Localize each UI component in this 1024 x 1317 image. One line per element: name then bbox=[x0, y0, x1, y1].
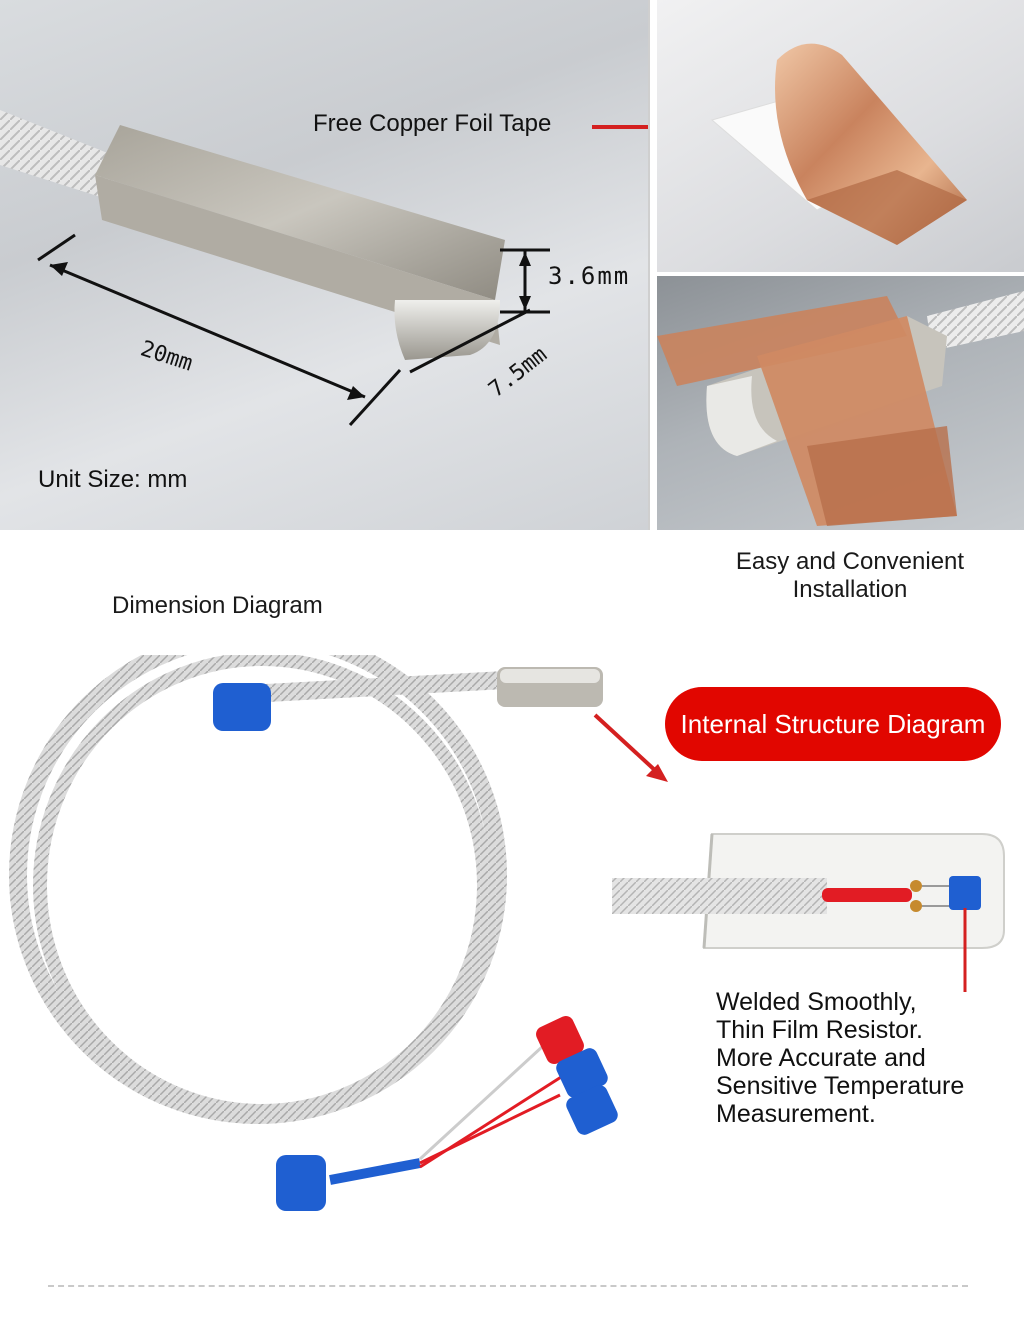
description-line: Sensitive Temperature bbox=[716, 1072, 965, 1100]
dimension-photo: Free Copper Foil Tape 20mm 7.5mm 3.6mm U… bbox=[0, 0, 650, 530]
unit-size-label: Unit Size: mm bbox=[38, 466, 188, 493]
internal-structure-description: Welded Smoothly, Thin Film Resistor. Mor… bbox=[716, 988, 1016, 1128]
internal-braided-cable bbox=[612, 878, 827, 914]
red-lead-wire bbox=[822, 888, 912, 902]
copper-tape-photo bbox=[657, 0, 1024, 272]
installation-caption: Easy and Convenient Installation bbox=[735, 548, 965, 603]
coiled-cable-photo bbox=[0, 655, 640, 1225]
description-line: Measurement. bbox=[716, 1100, 876, 1128]
description-line: Thin Film Resistor. bbox=[716, 1016, 923, 1044]
installed-copper-tape-left bbox=[657, 296, 907, 386]
thin-film-resistor bbox=[949, 876, 981, 910]
blue-terminal-2 bbox=[566, 1085, 618, 1135]
internal-structure-photo bbox=[612, 826, 1007, 960]
installed-cable bbox=[927, 291, 1024, 351]
blue-sleeve bbox=[329, 1158, 421, 1185]
internal-structure-badge: Internal Structure Diagram bbox=[665, 687, 1001, 761]
blue-cable-tie-bottom bbox=[276, 1155, 326, 1211]
cable-lead bbox=[229, 671, 506, 704]
blue-terminal-1 bbox=[556, 1048, 608, 1098]
steel-block-top bbox=[95, 125, 505, 300]
dimension-lines bbox=[37, 233, 550, 427]
sensor-block-illustration bbox=[0, 110, 648, 427]
internal-structure-illustration bbox=[612, 833, 1005, 960]
dimension-arrowheads bbox=[50, 252, 531, 400]
description-line: Welded Smoothly, bbox=[716, 988, 917, 1016]
blue-cable-tie-top bbox=[213, 683, 271, 731]
weld-point-1 bbox=[910, 880, 922, 892]
installed-sensor-photo bbox=[657, 276, 1024, 530]
internal-structure-badge-label: Internal Structure Diagram bbox=[680, 708, 986, 739]
red-terminal bbox=[536, 1016, 584, 1064]
height-dimension-label: 3.6mm bbox=[548, 262, 631, 290]
copper-tape-illustration bbox=[710, 43, 967, 245]
resistor-pointer-extension bbox=[963, 958, 967, 992]
weld-point-2 bbox=[910, 900, 922, 912]
braided-cable bbox=[0, 110, 120, 200]
installed-sensor-illustration bbox=[657, 291, 1024, 526]
bottom-dashed-divider bbox=[48, 1285, 968, 1287]
coiled-cable-illustration bbox=[9, 655, 618, 1211]
copper-tape-label: Free Copper Foil Tape bbox=[313, 110, 552, 137]
cable-coil-inner bbox=[33, 655, 491, 1118]
steel-block-front bbox=[394, 300, 500, 360]
dimension-diagram-caption: Dimension Diagram bbox=[112, 592, 323, 619]
description-line: More Accurate and bbox=[716, 1044, 926, 1072]
internal-structure-arrow bbox=[593, 713, 668, 782]
